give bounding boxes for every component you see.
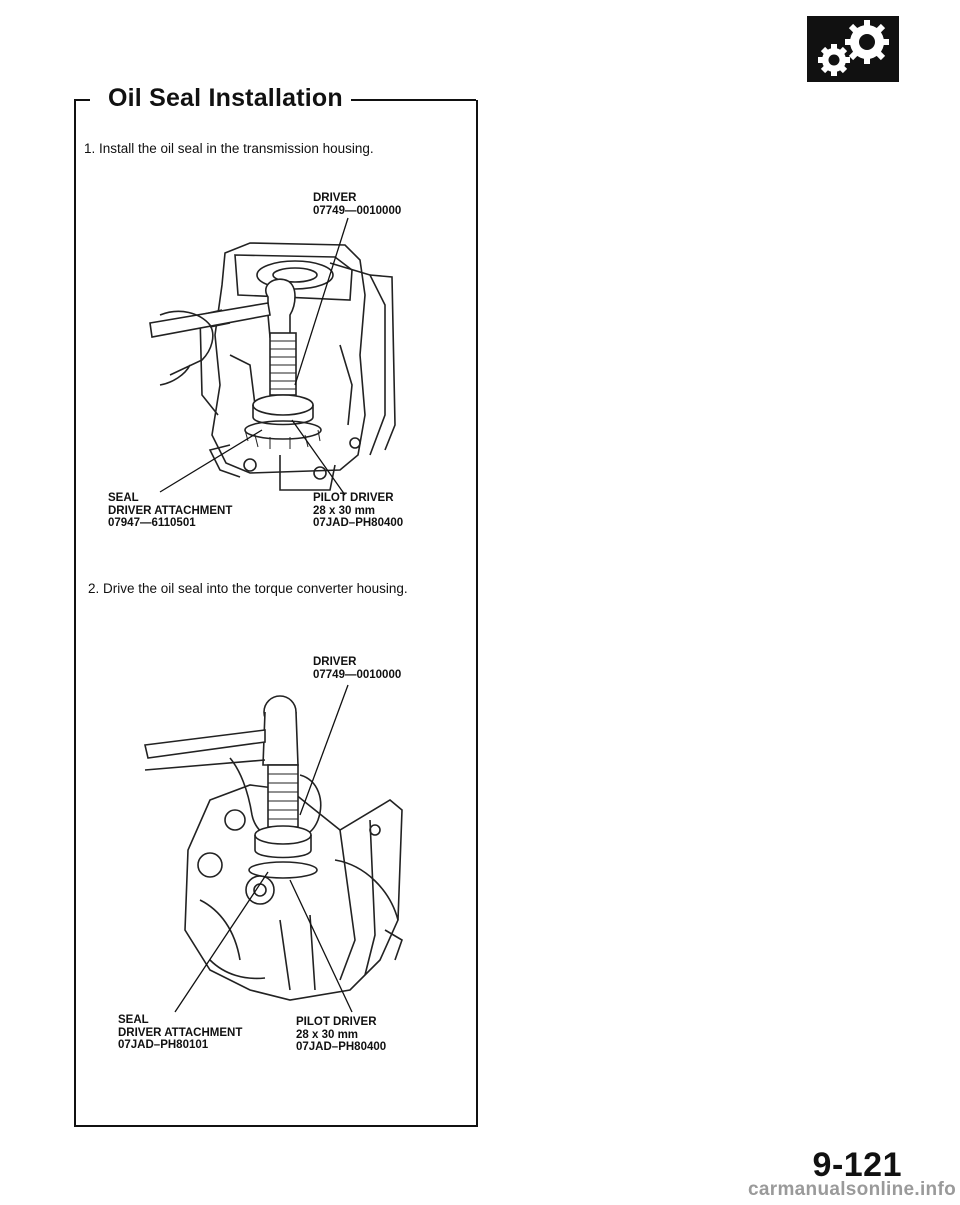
gear-pair-icon: [807, 16, 899, 82]
figure-2-seal-label: SEAL DRIVER ATTACHMENT 07JAD–PH80101: [118, 1014, 243, 1051]
figure-1-driver-label: DRIVER 07749—0010000: [313, 192, 402, 217]
figure-1-seal-label: SEAL DRIVER ATTACHMENT 07947—6110501: [108, 492, 233, 529]
step-2-text: 2. Drive the oil seal into the torque co…: [88, 581, 408, 596]
figure-2-pilot-label: PILOT DRIVER 28 x 30 mm 07JAD–PH80400: [296, 1016, 387, 1053]
section-title: Oil Seal Installation: [100, 84, 351, 113]
frame-top-rule-left: [74, 99, 90, 101]
figure-1-pilot-label: PILOT DRIVER 28 x 30 mm 07JAD–PH80400: [313, 492, 404, 529]
watermark-text: carmanualsonline.info: [748, 1179, 956, 1200]
figure-2-driver-label: DRIVER 07749—0010000: [313, 656, 402, 681]
page-number: 9-121: [812, 1146, 902, 1184]
figure-1-illustration: [149, 242, 396, 491]
step-1-text: 1. Install the oil seal in the transmiss…: [84, 141, 374, 156]
figure-2-illustration: [144, 695, 403, 1001]
frame-top-rule-right: [298, 99, 476, 101]
section-frame: [74, 100, 478, 1127]
